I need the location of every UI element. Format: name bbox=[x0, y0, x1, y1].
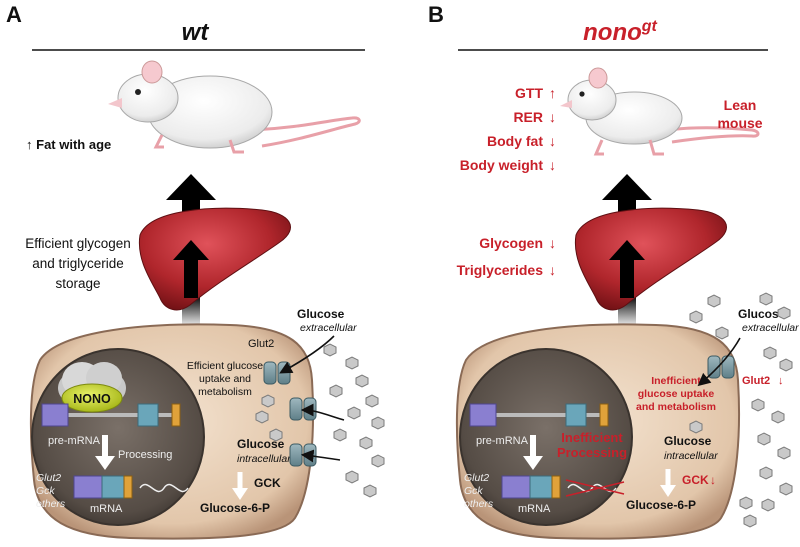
storage-list: Glycogen ↓ Triglycerides ↓ bbox=[457, 235, 556, 278]
nono-gt-pre-mrna-label: pre-mRNA bbox=[476, 435, 529, 447]
phenotype-body-weight: Body weight bbox=[460, 157, 544, 173]
fat-with-age-label: ↑ Fat with age bbox=[26, 137, 111, 152]
wt-mrna bbox=[73, 475, 189, 499]
fat-with-age-text: Fat with age bbox=[36, 137, 111, 152]
panel-b-title-sup: gt bbox=[641, 18, 658, 35]
wt-intracellular: intracellular bbox=[237, 453, 291, 465]
wt-genes-line2: Gck bbox=[36, 485, 55, 497]
wt-processing-arrow-icon bbox=[95, 456, 115, 470]
wt-glucose-intra: Glucose bbox=[237, 437, 285, 451]
nono-gt-gck-label: GCK bbox=[682, 473, 709, 487]
nono-protein: NONO bbox=[58, 362, 126, 413]
nono-gt-glucose-molecules bbox=[689, 292, 793, 528]
nono-gt-uptake-line2: glucose uptake bbox=[638, 388, 715, 400]
phenotype-gtt: GTT bbox=[515, 85, 543, 101]
nono-label: NONO bbox=[73, 392, 111, 406]
mrna-strikethrough-icon bbox=[565, 479, 625, 497]
wt-mouse-illustration bbox=[108, 60, 361, 154]
wt-glut2-label: Glut2 bbox=[248, 338, 274, 350]
inefficient-processing-line1: Inefficient bbox=[561, 430, 623, 445]
nono-gt-glut2-label: Glut2 bbox=[742, 375, 770, 387]
storage-glycogen: Glycogen bbox=[479, 235, 543, 251]
inefficient-processing-line2: Processing bbox=[557, 445, 627, 460]
wt-glucose-molecules bbox=[255, 343, 385, 498]
panel-a-letter: A bbox=[6, 2, 22, 27]
storage-triglycerides: Triglycerides bbox=[457, 262, 544, 278]
wt-uptake-line1: Efficient glucose bbox=[187, 360, 263, 372]
wt-hepatocyte: NONO pre-mRNA Processing Glut2 Gck other… bbox=[29, 323, 314, 540]
nono-gt-intracellular: intracellular bbox=[664, 450, 718, 462]
wt-mrna-label: mRNA bbox=[90, 503, 123, 515]
panel-b-title-main: nono bbox=[583, 19, 642, 46]
wt-pre-mrna bbox=[41, 403, 181, 427]
nono-gt-processing-arrow-icon bbox=[523, 456, 543, 470]
nono-gt-glucose-extra: Glucose bbox=[738, 307, 786, 321]
nono-gt-mrna-label: mRNA bbox=[518, 503, 551, 515]
panel-a: A wt ↑ Fat with age Efficient bbox=[6, 2, 385, 540]
phenotype-body-fat-down-arrow-icon: ↓ bbox=[549, 133, 556, 149]
nono-gt-glut2-down-arrow-icon: ↓ bbox=[778, 375, 784, 387]
fat-up-arrow-icon: ↑ bbox=[26, 137, 33, 152]
nono-gt-glut2-channel bbox=[707, 355, 735, 379]
nono-gt-uptake-line3: and metabolism bbox=[636, 401, 716, 413]
wt-genes-line3: others bbox=[36, 498, 66, 510]
nono-gt-genes-line1: Glut2 bbox=[464, 472, 489, 484]
wt-pre-mrna-label: pre-mRNA bbox=[48, 435, 101, 447]
phenotype-rer-down-arrow-icon: ↓ bbox=[549, 109, 556, 125]
nono-gt-pre-mrna bbox=[469, 403, 609, 427]
wt-genes-line1: Glut2 bbox=[36, 472, 61, 484]
nono-gt-gck-down-arrow-icon: ↓ bbox=[710, 473, 716, 487]
nono-gt-liver-illustration bbox=[574, 207, 727, 311]
nono-gt-hepatocyte: pre-mRNA Inefficient Processing Glut2 Gc… bbox=[455, 323, 740, 540]
nono-gt-genes-line2: Gck bbox=[464, 485, 483, 497]
panel-b: B nonogt GTT ↑ RER ↓ Body fat ↓ Body wei… bbox=[428, 2, 799, 540]
wt-g6p-label: Glucose-6-P bbox=[200, 501, 270, 515]
nono-gt-mrna bbox=[501, 475, 625, 499]
wt-extracellular: extracellular bbox=[300, 322, 357, 334]
wt-gck-label: GCK bbox=[254, 476, 281, 490]
phenotype-body-weight-down-arrow-icon: ↓ bbox=[549, 157, 556, 173]
wt-processing-label: Processing bbox=[118, 449, 172, 461]
lean-mouse-line2: mouse bbox=[717, 115, 762, 131]
storage-triglycerides-down-arrow-icon: ↓ bbox=[549, 262, 556, 278]
nono-gt-mouse-illustration bbox=[560, 67, 760, 156]
wt-gck-arrow-icon bbox=[232, 488, 248, 500]
panel-b-title: nonogt bbox=[583, 18, 657, 46]
phenotype-list: GTT ↑ RER ↓ Body fat ↓ Body weight ↓ bbox=[460, 85, 556, 173]
wt-uptake-line3: metabolism bbox=[198, 386, 252, 398]
nono-gt-glucose-intra: Glucose bbox=[664, 434, 712, 448]
wt-uptake-line2: uptake and bbox=[199, 373, 251, 385]
wt-liver-illustration bbox=[138, 207, 291, 311]
storage-label-line3: storage bbox=[55, 276, 100, 291]
nono-gt-extracellular: extracellular bbox=[742, 322, 799, 334]
nono-gt-genes-line3: others bbox=[464, 498, 494, 510]
nono-gt-uptake-line1: Inefficient bbox=[651, 375, 701, 387]
nono-gt-g6p-label: Glucose-6-P bbox=[626, 498, 696, 512]
storage-label-line2: and triglyceride bbox=[32, 256, 124, 271]
storage-glycogen-down-arrow-icon: ↓ bbox=[549, 235, 556, 251]
panel-a-title: wt bbox=[182, 19, 210, 46]
phenotype-gtt-up-arrow-icon: ↑ bbox=[549, 85, 556, 101]
lean-mouse-line1: Lean bbox=[724, 97, 757, 113]
panel-b-letter: B bbox=[428, 2, 444, 27]
phenotype-body-fat: Body fat bbox=[487, 133, 543, 149]
phenotype-rer: RER bbox=[513, 109, 543, 125]
wt-glucose-extra: Glucose bbox=[297, 307, 345, 321]
nono-gt-gck-arrow-icon bbox=[660, 485, 676, 497]
storage-label-line1: Efficient glycogen bbox=[25, 236, 131, 251]
